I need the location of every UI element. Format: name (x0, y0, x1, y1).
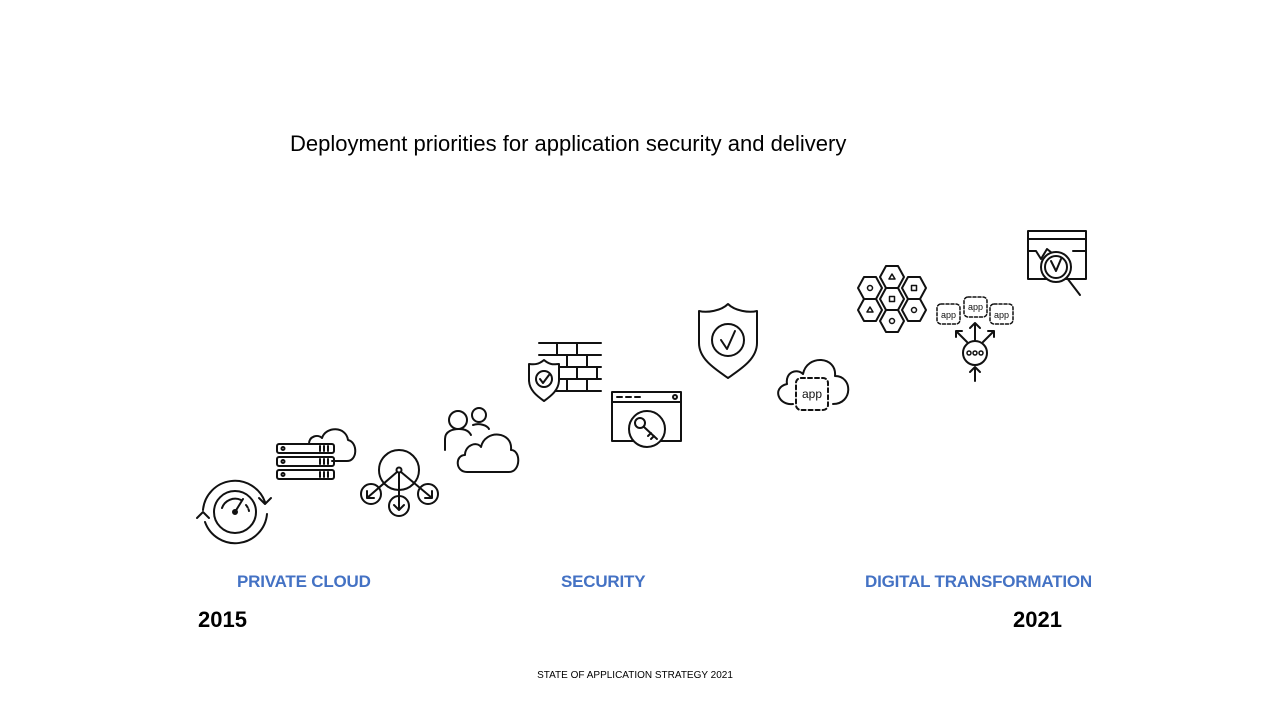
phase-label-digital-transformation: DIGITAL TRANSFORMATION (865, 572, 1092, 591)
app-label: app (968, 302, 983, 312)
users-cloud-icon (444, 407, 520, 473)
start-year: 2015 (198, 607, 247, 632)
app-distribution-icon: app app app (936, 296, 1014, 382)
cloud-app-icon: app (777, 359, 850, 411)
phase-label-private-cloud: PRIVATE CLOUD (237, 572, 371, 591)
app-label: app (802, 387, 822, 401)
app-label: app (941, 310, 956, 320)
performance-gauge-icon (196, 479, 272, 545)
end-year: 2021 (1013, 607, 1062, 632)
slide-title: Deployment priorities for application se… (290, 131, 847, 156)
monitor-analytics-icon (1027, 230, 1087, 296)
browser-key-icon (611, 391, 682, 448)
phase-label-security: SECURITY (561, 572, 646, 591)
load-distribution-icon (360, 449, 439, 517)
shield-check-icon (698, 303, 758, 379)
app-label: app (994, 310, 1009, 320)
slide-footer: STATE OF APPLICATION STRATEGY 2021 (537, 670, 733, 681)
server-cloud-icon (276, 428, 357, 480)
hexagon-microservices-icon (857, 265, 927, 333)
firewall-shield-icon (528, 342, 602, 402)
